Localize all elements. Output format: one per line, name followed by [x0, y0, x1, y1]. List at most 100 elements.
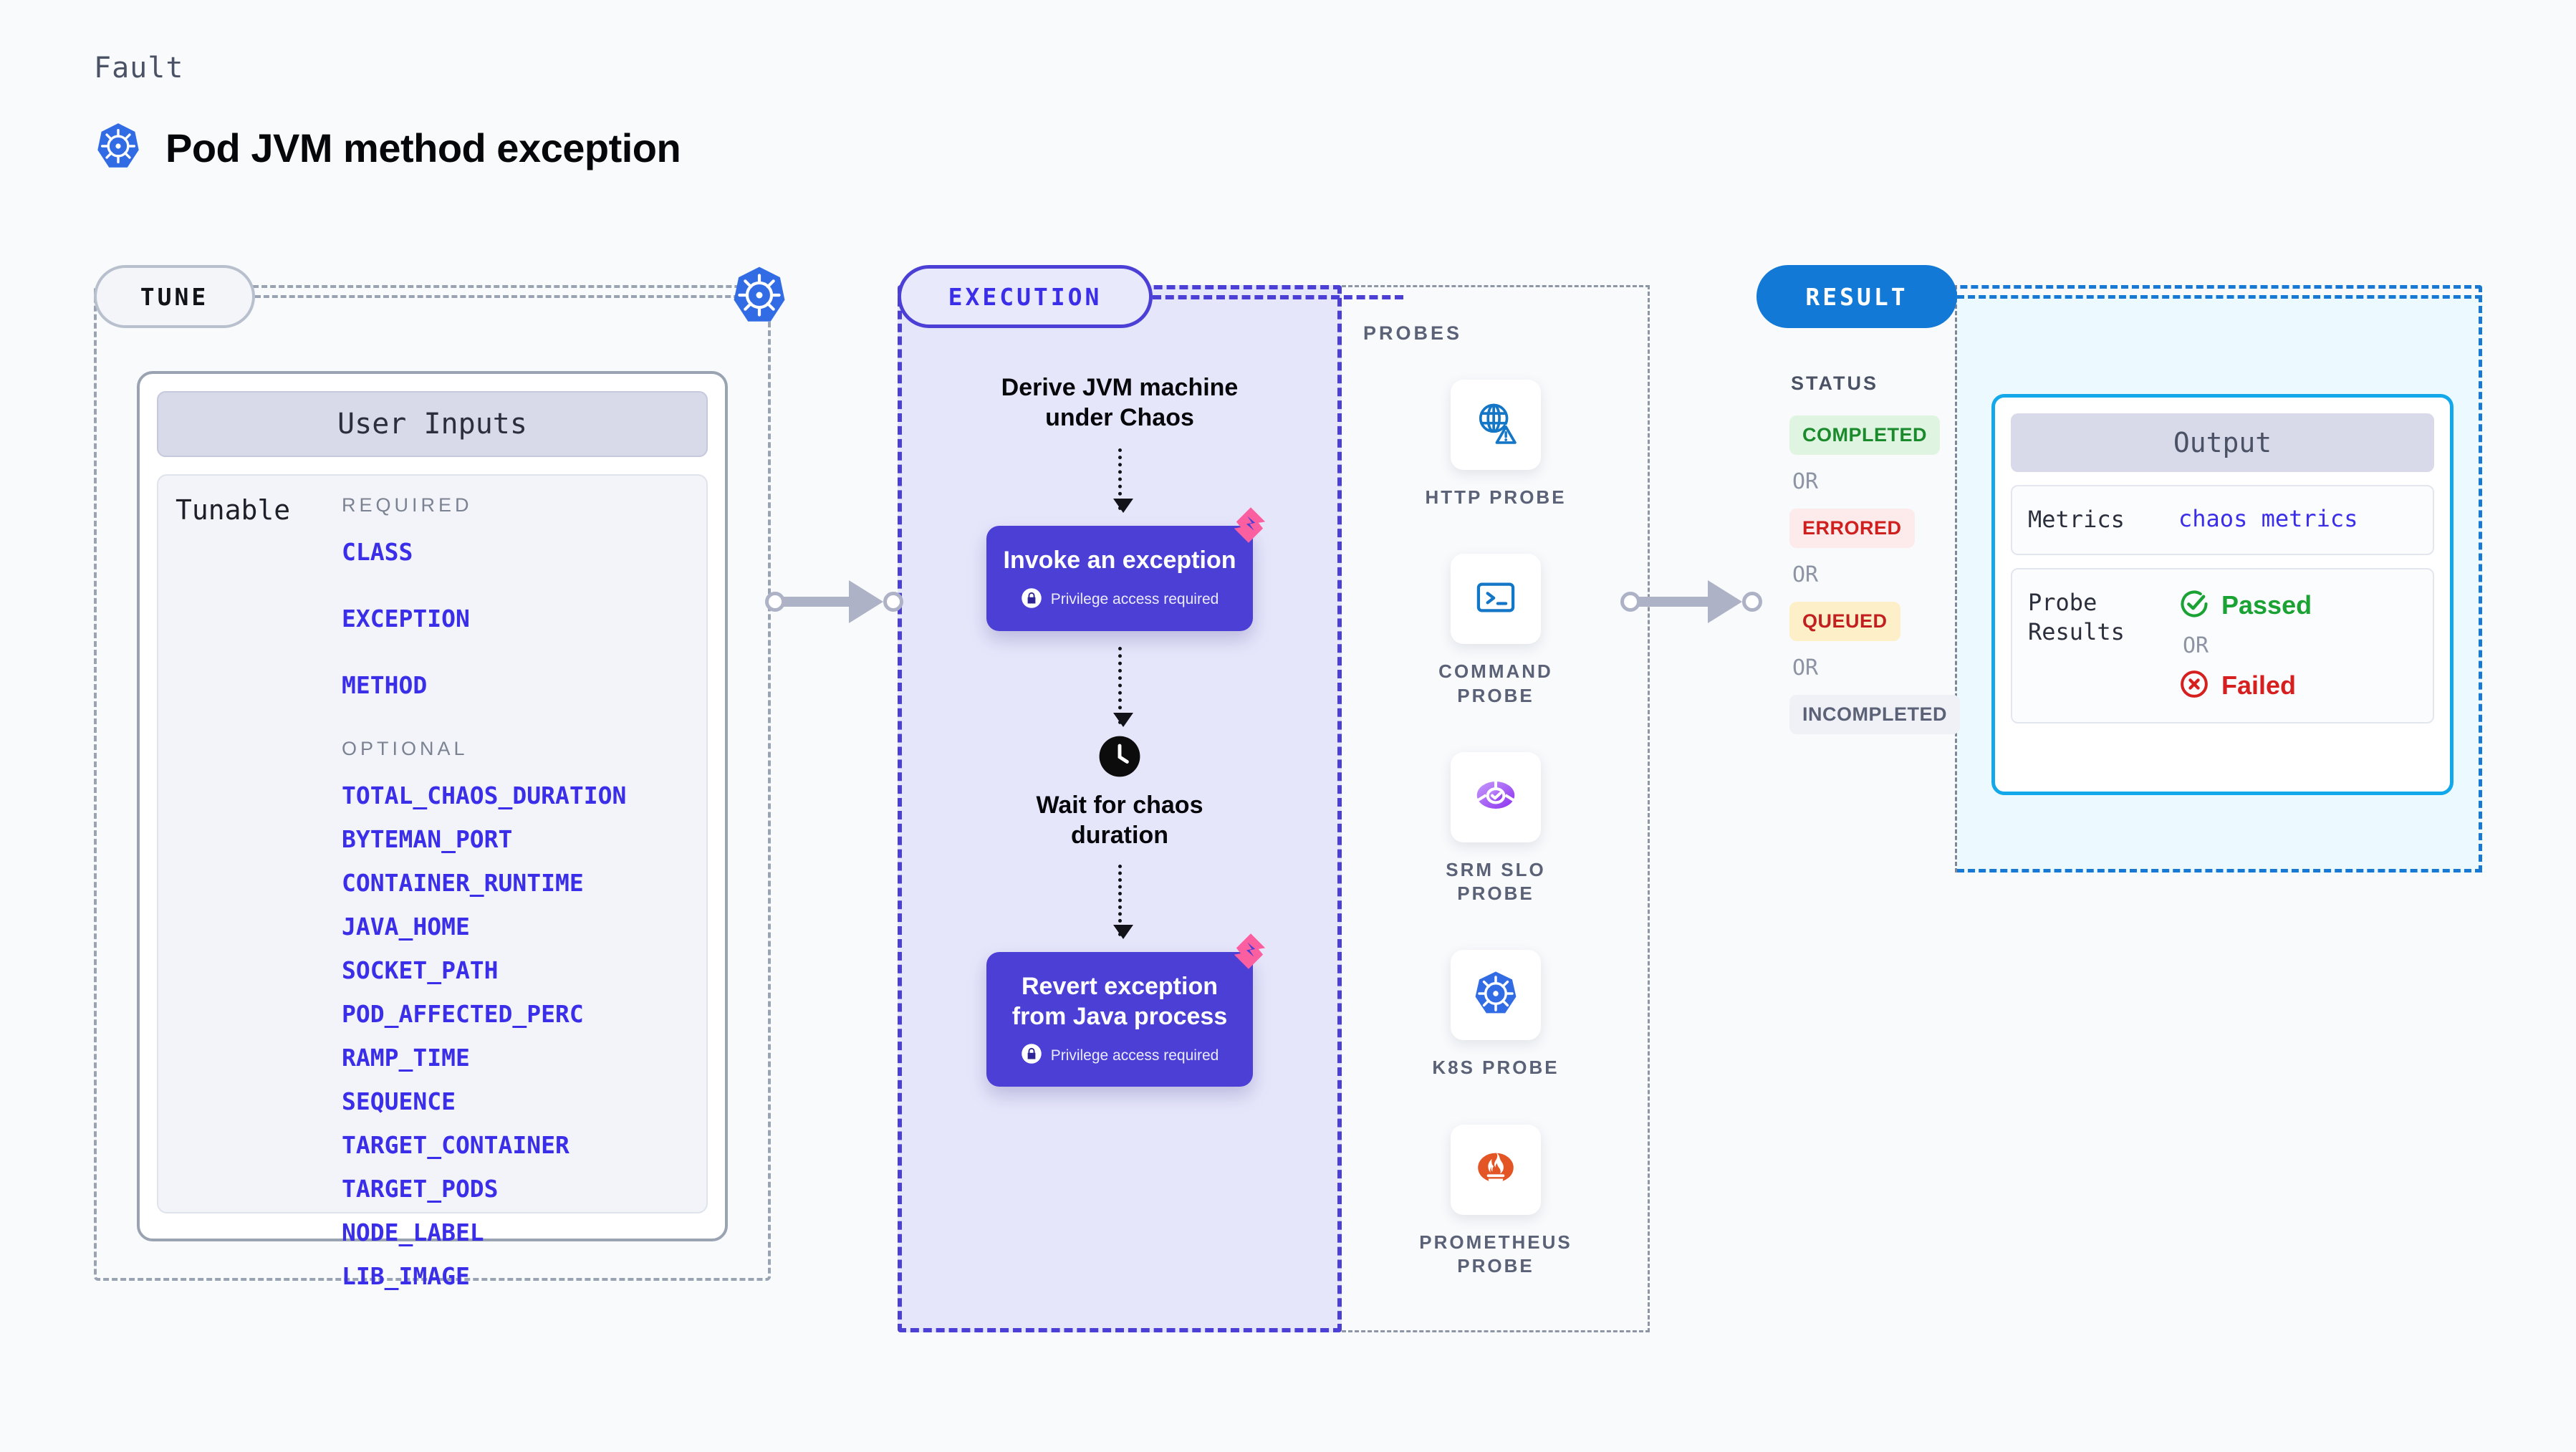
- probes-list: HTTP PROBE COMMAND PROBE: [1342, 380, 1650, 1322]
- flow-arrow: [1112, 646, 1133, 727]
- connector-execution-to-result: [1620, 580, 1762, 623]
- probe-item[interactable]: PROMETHEUS PROBE: [1419, 1124, 1572, 1279]
- param-item[interactable]: TARGET_CONTAINER: [342, 1131, 569, 1159]
- fault-kicker: Fault: [94, 52, 184, 85]
- probe-results-values: Passed OR Failed: [2178, 588, 2417, 703]
- probe-tile[interactable]: [1451, 1124, 1541, 1215]
- privilege-note: Privilege access required: [1002, 587, 1237, 612]
- param-item[interactable]: TARGET_PODS: [342, 1175, 499, 1203]
- kubernetes-icon: [729, 265, 789, 325]
- tunable-label: Tunable: [176, 494, 291, 526]
- result-phase-pill: RESULT: [1756, 265, 1957, 328]
- connector-tune-to-execution: [765, 580, 903, 623]
- required-group-label: REQUIRED: [342, 494, 473, 516]
- page-title-row: Pod JVM method exception: [94, 122, 681, 174]
- check-circle-icon: [2178, 588, 2210, 623]
- params-column: REQUIRED CLASS EXCEPTION METHOD OPTIONAL…: [339, 494, 706, 1290]
- probe-item[interactable]: K8S PROBE: [1432, 950, 1559, 1080]
- required-params-list: CLASS EXCEPTION METHOD: [342, 538, 706, 699]
- status-badge: ERRORED: [1789, 509, 1915, 548]
- param-item[interactable]: RAMP_TIME: [342, 1044, 470, 1072]
- probe-tile[interactable]: [1451, 554, 1541, 645]
- kubernetes-icon: [1471, 968, 1521, 1022]
- param-item[interactable]: EXCEPTION: [342, 605, 470, 633]
- terminal-icon: [1471, 573, 1520, 625]
- probe-result-passed: Passed: [2178, 588, 2417, 623]
- probe-item[interactable]: COMMAND PROBE: [1438, 554, 1553, 708]
- probe-result-failed: Failed: [2178, 668, 2417, 703]
- page-title: Pod JVM method exception: [165, 125, 681, 170]
- failed-label: Failed: [2221, 670, 2297, 701]
- x-circle-icon: [2178, 668, 2210, 703]
- status-label: STATUS: [1791, 372, 1878, 394]
- param-item[interactable]: SEQUENCE: [342, 1087, 456, 1115]
- litmus-icon: [1229, 929, 1273, 973]
- param-item[interactable]: BYTEMAN_PORT: [342, 825, 513, 853]
- probe-name: K8S PROBE: [1432, 1057, 1559, 1079]
- probe-name: PROMETHEUS PROBE: [1419, 1231, 1572, 1276]
- param-item[interactable]: NODE_LABEL: [342, 1218, 484, 1246]
- user-inputs-card: User Inputs Tunable REQUIRED CLASS EXCEP…: [137, 371, 728, 1290]
- execution-phase-pill: EXECUTION: [898, 265, 1153, 328]
- result-dashed-connector: [1957, 295, 2482, 299]
- metrics-key: Metrics: [2028, 506, 2125, 533]
- probe-result-or-label: OR: [2183, 633, 2209, 658]
- lock-icon: [1021, 1043, 1042, 1068]
- status-column: [1756, 285, 1957, 872]
- tune-dashed-connector: [255, 295, 756, 298]
- execution-flow: Derive JVM machine under Chaos Invoke an…: [898, 372, 1342, 1087]
- probe-item[interactable]: HTTP PROBE: [1425, 380, 1566, 509]
- execution-dashed-connector: [1153, 295, 1403, 299]
- privilege-note: Privilege access required: [1002, 1043, 1237, 1068]
- flow-arrow: [1112, 448, 1133, 514]
- execution-step-label: Wait for chaos duration: [1036, 791, 1203, 849]
- flow-arrow: [1112, 865, 1133, 940]
- status-or-label: OR: [1792, 562, 1819, 587]
- probe-item[interactable]: SRM SLO PROBE: [1446, 751, 1546, 906]
- output-header: Output: [2011, 413, 2434, 472]
- param-item[interactable]: CONTAINER_RUNTIME: [342, 869, 584, 897]
- probe-tile[interactable]: [1450, 950, 1541, 1041]
- prometheus-flame-icon: [1471, 1143, 1521, 1196]
- output-probe-results-row: Probe Results Passed OR: [2011, 567, 2434, 723]
- user-inputs-header: User Inputs: [157, 391, 708, 457]
- privilege-note-text: Privilege access required: [1050, 591, 1219, 608]
- output-card: Output Metrics chaos metrics Probe Resul…: [1991, 394, 2454, 795]
- execution-step-box[interactable]: Invoke an exception Privilege access req…: [986, 507, 1266, 631]
- param-item[interactable]: JAVA_HOME: [342, 913, 470, 941]
- metrics-value[interactable]: chaos metrics: [2178, 505, 2358, 532]
- execution-step-title: Invoke an exception: [1003, 547, 1236, 574]
- litmus-icon: [1229, 503, 1273, 547]
- probe-tile[interactable]: [1450, 380, 1541, 470]
- srm-slo-gauge-icon: [1471, 770, 1521, 824]
- probe-name: SRM SLO PROBE: [1446, 858, 1546, 905]
- execution-step-title: Revert exception from Java process: [1011, 973, 1228, 1030]
- probe-name: HTTP PROBE: [1425, 486, 1567, 508]
- probes-section-label: PROBES: [1363, 322, 1463, 344]
- probe-name: COMMAND PROBE: [1438, 660, 1553, 706]
- param-item[interactable]: SOCKET_PATH: [342, 956, 499, 984]
- output-metrics-row: Metrics chaos metrics: [2011, 485, 2434, 555]
- param-item[interactable]: CLASS: [342, 538, 413, 566]
- execution-step-box[interactable]: Revert exception from Java process Privi…: [986, 933, 1266, 1087]
- wait-step: Wait for chaos duration: [1037, 734, 1203, 850]
- tune-phase-pill: TUNE: [94, 265, 255, 328]
- kubernetes-icon: [94, 122, 143, 174]
- probe-results-key: Probe Results: [2028, 588, 2125, 646]
- passed-label: Passed: [2221, 590, 2312, 620]
- param-item[interactable]: METHOD: [342, 671, 428, 699]
- param-item[interactable]: POD_AFFECTED_PERC: [342, 1000, 584, 1028]
- optional-group-label: OPTIONAL: [342, 738, 468, 759]
- param-item[interactable]: TOTAL_CHAOS_DURATION: [342, 782, 627, 809]
- optional-params-list: TOTAL_CHAOS_DURATION BYTEMAN_PORT CONTAI…: [342, 782, 706, 1290]
- param-item[interactable]: LIB_IMAGE: [342, 1262, 470, 1290]
- execution-step-label: Derive JVM machine under Chaos: [1001, 374, 1239, 432]
- clock-icon: [1097, 734, 1142, 779]
- probe-tile[interactable]: [1450, 751, 1541, 842]
- tune-region: [94, 285, 771, 1281]
- globe-warning-icon: [1471, 399, 1520, 451]
- status-badge: QUEUED: [1789, 602, 1900, 641]
- status-or-label: OR: [1792, 469, 1819, 494]
- privilege-note-text: Privilege access required: [1050, 1047, 1219, 1064]
